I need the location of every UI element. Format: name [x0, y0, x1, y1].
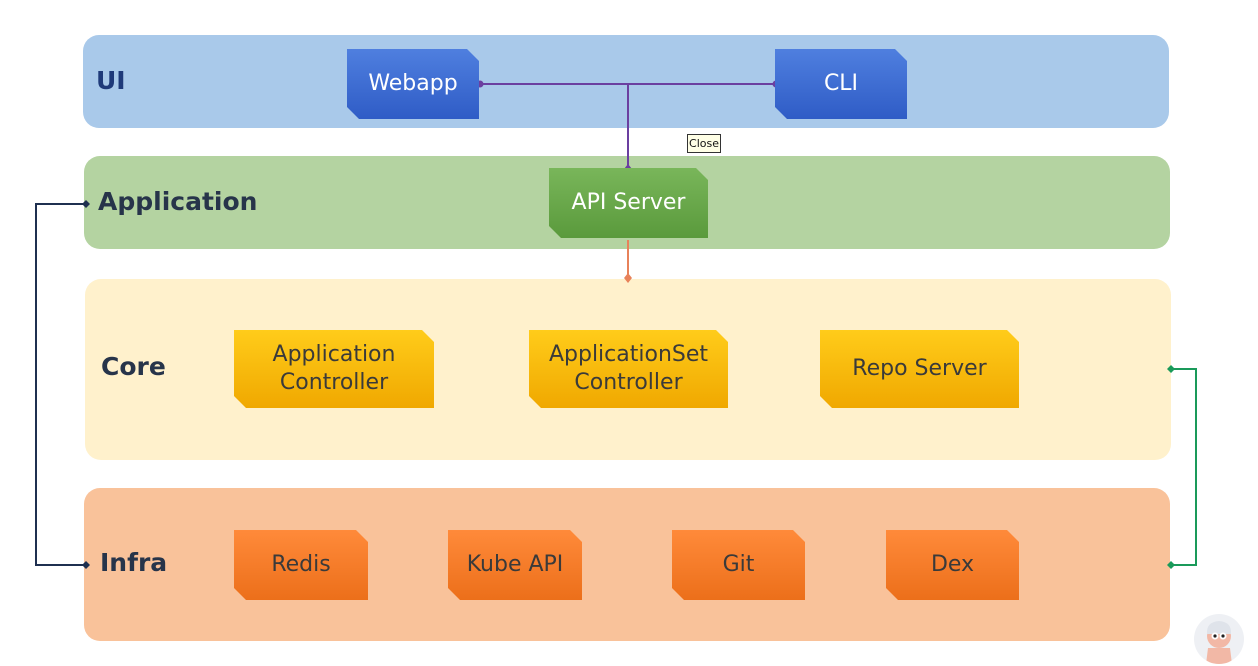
close-tooltip[interactable]: Close — [687, 134, 721, 153]
infra-layer-label: Infra — [100, 548, 168, 577]
api-server-node: API Server — [549, 168, 708, 238]
git-node: Git — [672, 530, 805, 600]
cli-node: CLI — [775, 49, 907, 119]
ui-layer — [83, 35, 1169, 128]
application-controller-node: Application Controller — [234, 330, 434, 408]
redis-node: Redis — [234, 530, 368, 600]
kube-api-node: Kube API — [448, 530, 582, 600]
core-layer-label: Core — [101, 352, 166, 381]
left-bracket — [35, 203, 86, 566]
repo-server-node: Repo Server — [820, 330, 1019, 408]
mascot-avatar — [1194, 614, 1244, 664]
webapp-node: Webapp — [347, 49, 479, 119]
applicationset-controller-node: ApplicationSet Controller — [529, 330, 728, 408]
dex-node: Dex — [886, 530, 1019, 600]
right-bracket — [1171, 368, 1197, 566]
ui-layer-label: UI — [96, 66, 126, 95]
application-layer-label: Application — [98, 187, 258, 216]
